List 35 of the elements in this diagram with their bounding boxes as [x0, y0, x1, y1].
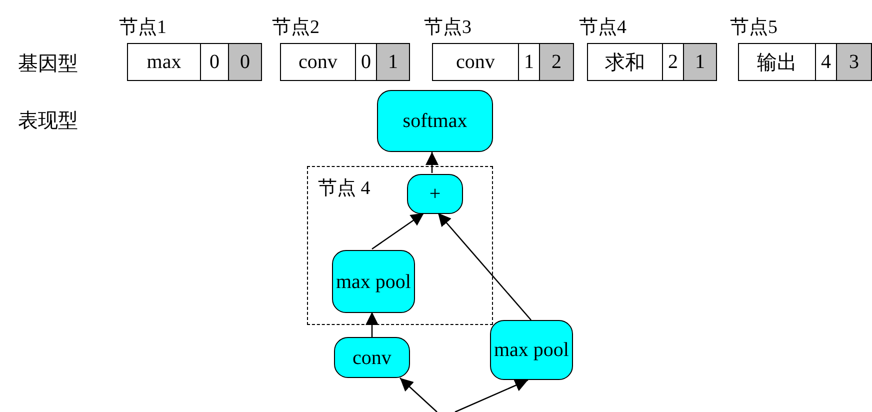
arrow [454, 379, 528, 412]
arrow [372, 212, 424, 250]
arrow [426, 152, 438, 173]
gene-cell: 2 [662, 43, 684, 81]
arrow [400, 378, 438, 412]
node-heading: 节点5 [730, 16, 778, 40]
arrow [438, 212, 532, 320]
node-heading: 节点4 [579, 16, 626, 40]
layer-node: max pool [490, 320, 573, 380]
gene-cell: conv [280, 43, 356, 81]
gene-cell: 2 [539, 43, 574, 81]
node-heading: 节点2 [272, 16, 320, 40]
group-box [307, 166, 493, 325]
group-title: 节点 4 [318, 177, 370, 201]
gene-cell: 0 [228, 43, 262, 81]
arrow [366, 312, 378, 337]
gene-cell: 0 [200, 43, 229, 81]
layer-node: + [407, 174, 463, 214]
gene-cell: 3 [836, 43, 872, 81]
node-heading: 节点3 [424, 16, 472, 40]
layer-node: conv [334, 337, 410, 378]
gene-cell: max [127, 43, 201, 81]
gene-cell: 输出 [738, 43, 816, 81]
layer-node: softmax [377, 90, 493, 152]
gene-cell: 1 [518, 43, 540, 81]
row-label: 基因型 [18, 52, 78, 77]
row-label: 表现型 [18, 109, 78, 134]
node-heading: 节点1 [119, 16, 166, 40]
gene-cell: 0 [355, 43, 377, 81]
gene-cell: 求和 [587, 43, 663, 81]
gene-cell: 4 [815, 43, 837, 81]
layer-node: max pool [332, 250, 415, 313]
gene-cell: conv [432, 43, 519, 81]
gene-cell: 1 [683, 43, 717, 81]
gene-cell: 1 [376, 43, 410, 81]
